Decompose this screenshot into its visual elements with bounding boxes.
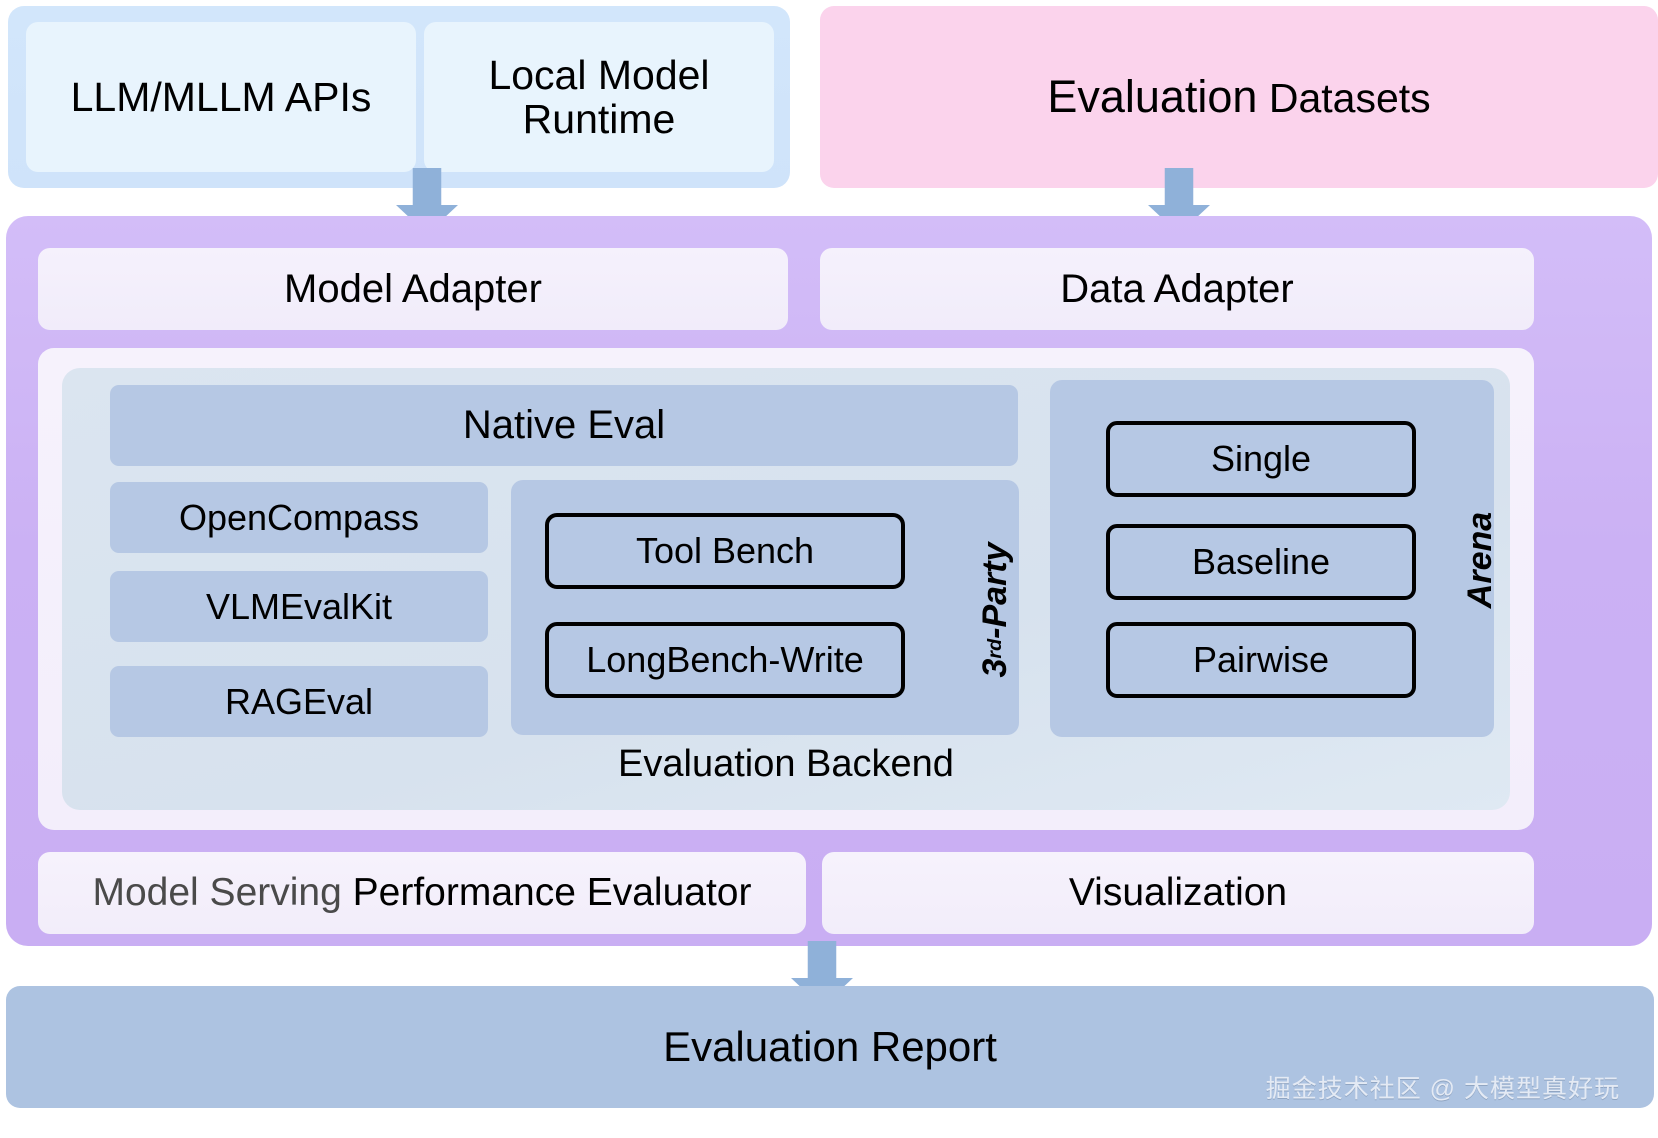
evaluation-datasets-label: Evaluation Datasets	[1047, 71, 1430, 123]
evaluation-datasets-rest: Datasets	[1257, 75, 1431, 121]
local-model-runtime-line1: Local Model	[488, 51, 710, 98]
arena-item-pairwise-label: Pairwise	[1192, 639, 1330, 680]
third-party-label-prefix: 3	[975, 658, 1014, 678]
llm-mllm-apis-card[interactable]: LLM/MLLM APIs	[26, 22, 416, 172]
model-adapter-card[interactable]: Model Adapter	[38, 248, 788, 330]
native-item-opencompass-label: OpenCompass	[178, 496, 420, 538]
local-model-runtime-label: Local Model Runtime	[488, 53, 709, 142]
arena-item-baseline-label: Baseline	[1191, 541, 1331, 582]
arena-vertical-label: Arena	[1460, 511, 1499, 609]
native-eval-label: Native Eval	[462, 403, 666, 447]
evaluation-datasets-card[interactable]: Evaluation Datasets	[820, 6, 1658, 188]
third-party-item-longbench-write-label: LongBench-Write	[586, 639, 864, 680]
model-adapter-label: Model Adapter	[284, 266, 542, 311]
performance-evaluator-label-black: Performance Evaluator	[341, 871, 752, 914]
evaluation-report-label: Evaluation Report	[663, 1023, 997, 1070]
llm-mllm-apis-label: LLM/MLLM APIs	[70, 73, 372, 120]
arena-item-single[interactable]: Single	[1106, 421, 1416, 497]
evaluation-report-bar[interactable]: Evaluation Report	[6, 986, 1654, 1108]
model-serving-performance-evaluator-card[interactable]: Model Serving Performance Evaluator	[38, 852, 806, 934]
native-item-opencompass[interactable]: OpenCompass	[110, 482, 488, 553]
arena-item-single-label: Single	[1210, 438, 1312, 479]
evaluation-backend-title: Evaluation Backend	[618, 743, 954, 785]
native-item-vlmevalkit-label: VLMEvalKit	[205, 585, 393, 627]
arena-item-baseline[interactable]: Baseline	[1106, 524, 1416, 600]
local-model-runtime-card[interactable]: Local Model Runtime	[424, 22, 774, 172]
native-item-vlmevalkit[interactable]: VLMEvalKit	[110, 571, 488, 642]
visualization-label: Visualization	[1068, 871, 1288, 914]
native-eval-card[interactable]: Native Eval	[110, 385, 1018, 466]
evaluation-datasets-emphasis: Evaluation	[1047, 71, 1258, 122]
third-party-label-sup: rd	[983, 638, 1006, 659]
performance-evaluator-label-gray: Model Serving	[92, 871, 342, 914]
third-party-label-suffix: -Party	[975, 542, 1014, 639]
third-party-item-tool-bench-label: Tool Bench	[635, 530, 815, 571]
watermark-text: 掘金技术社区 @ 大模型真好玩	[1265, 1075, 1620, 1103]
third-party-item-tool-bench[interactable]: Tool Bench	[545, 513, 905, 589]
native-item-rageval[interactable]: RAGEval	[110, 666, 488, 737]
local-model-runtime-line2: Runtime	[522, 96, 676, 142]
data-adapter-label: Data Adapter	[1060, 266, 1294, 311]
third-party-item-longbench-write[interactable]: LongBench-Write	[545, 622, 905, 698]
arena-item-pairwise[interactable]: Pairwise	[1106, 622, 1416, 698]
data-adapter-card[interactable]: Data Adapter	[820, 248, 1534, 330]
native-item-rageval-label: RAGEval	[224, 680, 374, 722]
performance-evaluator-label: Model Serving Performance Evaluator	[93, 871, 752, 915]
visualization-card[interactable]: Visualization	[822, 852, 1534, 934]
